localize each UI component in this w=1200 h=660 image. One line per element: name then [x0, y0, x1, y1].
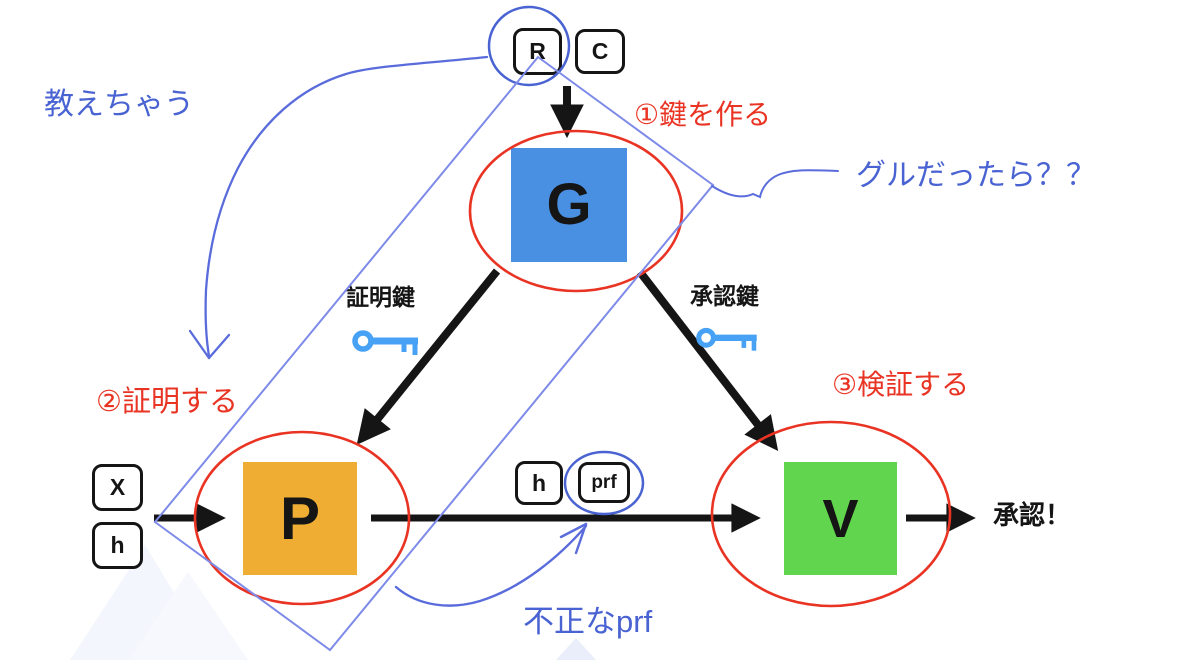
- generator-letter: G: [546, 172, 592, 237]
- verification-key-label: 承認鍵: [690, 283, 759, 309]
- accepted-label: 承認！: [993, 500, 1072, 530]
- verifier-letter: V: [822, 488, 859, 549]
- proof-label: prf: [591, 472, 617, 493]
- proof-box: prf: [578, 462, 630, 503]
- step3-annotation: ③検証する: [832, 369, 970, 400]
- prover-hash-label: h: [110, 532, 125, 558]
- collusion-rectangle: [153, 55, 715, 652]
- statement-label: X: [109, 474, 126, 500]
- randomness-box: R: [513, 28, 562, 75]
- collusion-connector-squiggle: [711, 169, 839, 199]
- message-hash-box: h: [515, 461, 563, 505]
- step1-annotation: ①鍵を作る: [634, 99, 772, 130]
- proving-key-label: 証明鍵: [346, 284, 415, 310]
- message-hash-label: h: [531, 469, 547, 496]
- background-triangle: [556, 638, 596, 660]
- circuit-box: C: [575, 29, 625, 74]
- fake-proof-annotation: 不正なprf: [523, 604, 653, 639]
- verifier-node: V: [784, 462, 897, 575]
- statement-box: X: [92, 464, 143, 511]
- verification-key-icon: [696, 327, 757, 351]
- randomness-label: R: [529, 38, 546, 64]
- leak-secret-annotation: 教えちゃう: [44, 88, 194, 121]
- circuit-label: C: [591, 38, 609, 64]
- prover-node: P: [243, 462, 357, 575]
- fake-proof-arrow: [394, 522, 588, 607]
- step2-annotation: ②証明する: [96, 386, 238, 418]
- prover-hash-box: h: [92, 522, 143, 569]
- proving-key-icon: [352, 330, 418, 355]
- prover-letter: P: [279, 484, 321, 552]
- background-triangle: [128, 572, 248, 660]
- leak-secret-arrow: [188, 55, 489, 360]
- collusion-annotation: グルだったら？？: [856, 159, 1096, 192]
- generator-node: G: [511, 148, 627, 262]
